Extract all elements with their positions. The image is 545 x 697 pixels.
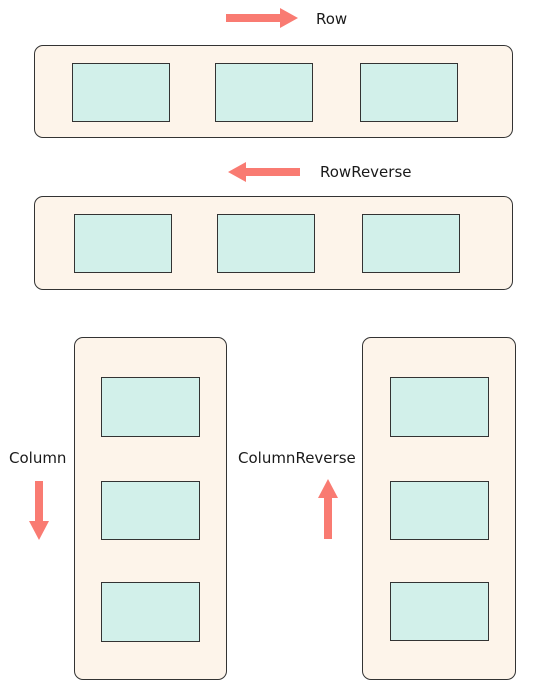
column-reverse-item xyxy=(390,582,489,641)
column-item xyxy=(101,481,200,540)
column-container xyxy=(74,337,227,680)
column-reverse-container xyxy=(362,337,516,680)
arrow-left-icon xyxy=(228,162,300,182)
row-item xyxy=(215,63,313,122)
arrow-down-icon xyxy=(29,481,49,540)
row-reverse-label: RowReverse xyxy=(320,163,412,181)
row-label: Row xyxy=(316,10,348,28)
column-item xyxy=(101,582,200,642)
column-reverse-item xyxy=(390,481,489,540)
column-item xyxy=(101,377,200,437)
row-reverse-item xyxy=(217,214,315,273)
row-container xyxy=(34,45,513,138)
row-item xyxy=(72,63,170,122)
column-reverse-label: ColumnReverse xyxy=(238,449,356,467)
arrow-up-icon xyxy=(318,479,338,539)
row-reverse-container xyxy=(34,196,513,290)
row-reverse-item xyxy=(74,214,172,273)
row-item xyxy=(360,63,458,122)
row-reverse-item xyxy=(362,214,460,273)
arrow-right-icon xyxy=(226,8,298,28)
column-label: Column xyxy=(9,449,67,467)
column-reverse-item xyxy=(390,377,489,437)
